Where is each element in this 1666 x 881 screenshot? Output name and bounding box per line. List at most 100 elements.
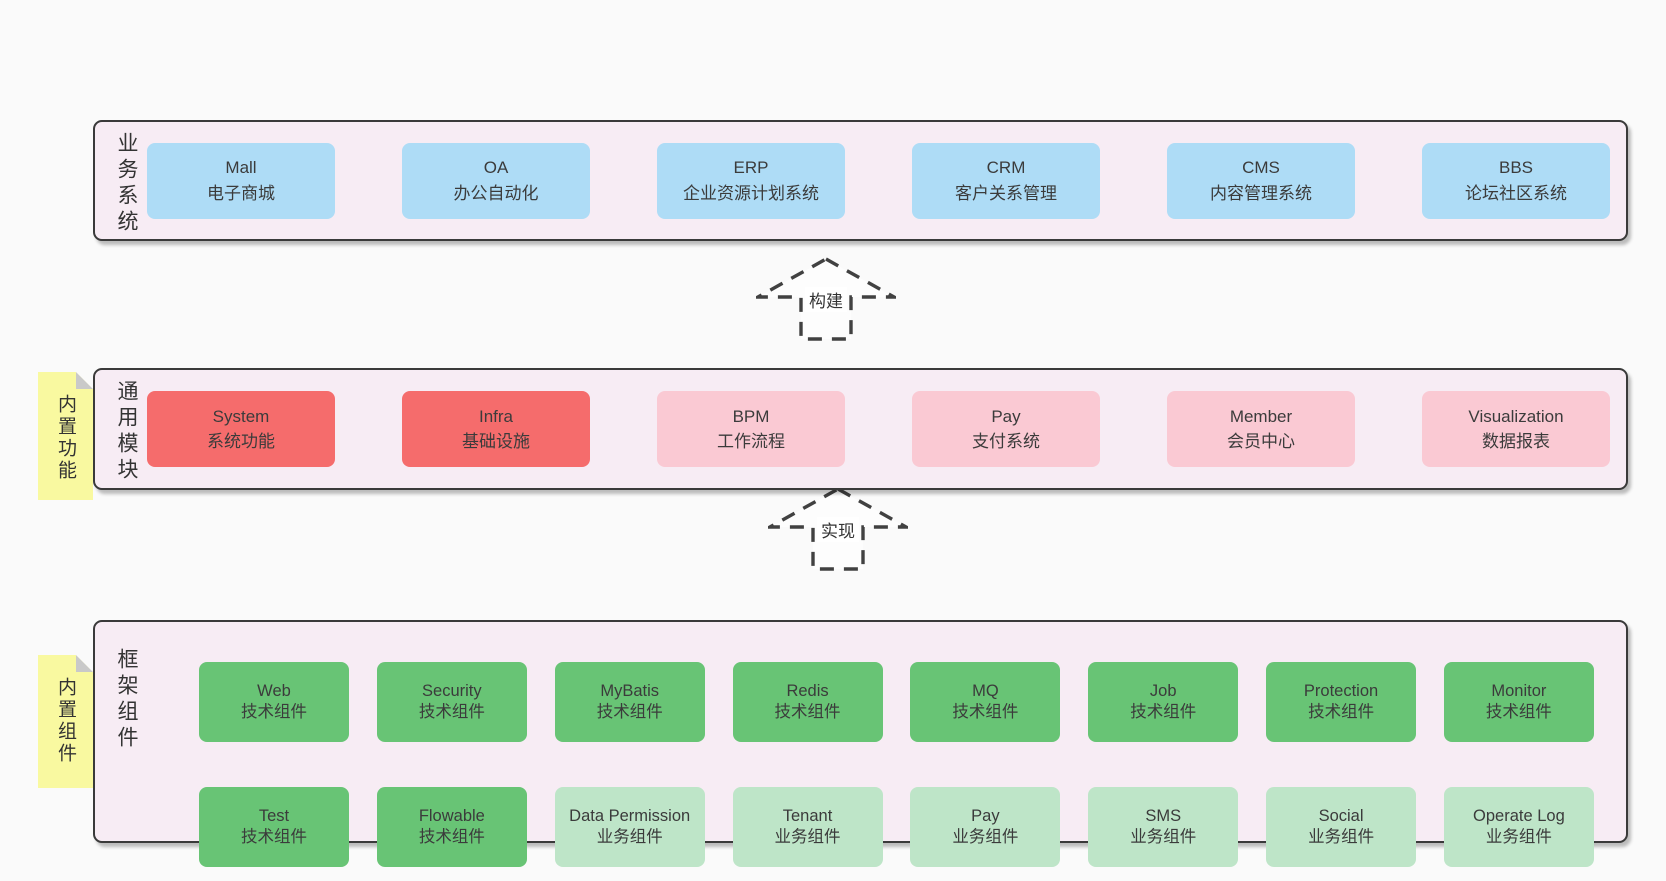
box-title: CRM <box>986 158 1026 177</box>
box-subtitle: 技术组件 <box>952 703 1019 721</box>
box-title: Tenant <box>782 806 833 825</box>
box-tenant: Tenant 业务组件 <box>732 787 883 867</box>
box-data-permission: Data Permission 业务组件 <box>554 787 705 867</box>
panel-business-label: 业务系统 <box>115 132 138 236</box>
box-title: Job <box>1149 681 1177 700</box>
box-title: BBS <box>1498 158 1534 177</box>
box-operate-log: Operate Log 业务组件 <box>1443 787 1594 867</box>
box-subtitle: 电子商城 <box>207 183 275 203</box>
box-title: Visualization <box>1468 406 1564 426</box>
box-title: Test <box>258 806 290 825</box>
panel-modules-label: 通用模块 <box>115 380 138 484</box>
box-title: System <box>212 406 270 426</box>
box-subtitle: 技术组件 <box>596 703 663 721</box>
box-bbs: BBS 论坛社区系统 <box>1422 142 1610 219</box>
box-subtitle: 数据报表 <box>1482 432 1550 451</box>
box-title: Pay <box>991 406 1021 426</box>
box-cms: CMS 内容管理系统 <box>1167 142 1355 219</box>
box-title: BPM <box>732 406 770 426</box>
box-bpm: BPM 工作流程 <box>657 391 845 467</box>
box-subtitle: 业务组件 <box>596 828 663 846</box>
box-subtitle: 业务组件 <box>1308 828 1375 846</box>
box-title: Social <box>1318 806 1364 825</box>
box-job: Job 技术组件 <box>1088 662 1239 742</box>
arrow-build-label: 构建 <box>805 287 847 312</box>
box-subtitle: 技术组件 <box>1308 703 1375 721</box>
box-test: Test 技术组件 <box>199 787 349 867</box>
box-web: Web 技术组件 <box>199 662 349 742</box>
arrow-implement-up: 实现 <box>768 486 908 572</box>
box-mq: MQ 技术组件 <box>910 662 1061 742</box>
box-subtitle: 技术组件 <box>1485 703 1552 721</box>
sticky-note-builtin-functions: 内置功能 <box>38 372 93 500</box>
box-subtitle: 内容管理系统 <box>1210 183 1312 203</box>
box-subtitle: 业务组件 <box>774 828 841 846</box>
box-subtitle: 业务组件 <box>1485 828 1552 846</box>
box-title: Member <box>1229 406 1293 426</box>
box-pay: Pay 支付系统 <box>912 391 1100 467</box>
box-subtitle: 办公自动化 <box>453 183 539 203</box>
box-protection: Protection 技术组件 <box>1266 662 1417 742</box>
arrow-implement-label: 实现 <box>817 517 859 542</box>
box-subtitle: 业务组件 <box>1130 828 1197 846</box>
box-title: MyBatis <box>600 681 660 700</box>
box-subtitle: 支付系统 <box>972 432 1040 451</box>
box-infra: Infra 基础设施 <box>402 391 590 467</box>
box-subtitle: 客户关系管理 <box>955 183 1057 203</box>
box-monitor: Monitor 技术组件 <box>1443 662 1594 742</box>
box-title: CMS <box>1242 158 1280 177</box>
box-title: Protection <box>1303 681 1379 700</box>
box-subtitle: 工作流程 <box>717 432 785 451</box>
box-subtitle: 企业资源计划系统 <box>683 183 819 203</box>
box-subtitle: 技术组件 <box>774 703 841 721</box>
box-subtitle: 业务组件 <box>952 828 1019 846</box>
panel-common-modules: 通用模块 System 系统功能 Infra 基础设施 BPM 工作流程 Pay 支付系统 Me… <box>93 368 1628 490</box>
box-title: Infra <box>478 406 514 426</box>
box-subtitle: 技术组件 <box>1130 703 1197 721</box>
box-security: Security 技术组件 <box>376 662 527 742</box>
box-subtitle: 技术组件 <box>241 828 307 846</box>
sticky-note-builtin-components: 内置组件 <box>38 655 93 788</box>
box-subtitle: 基础设施 <box>462 432 530 451</box>
arrow-build-up: 构建 <box>756 256 896 342</box>
box-subtitle: 会员中心 <box>1227 432 1295 451</box>
box-title: Security <box>422 681 482 700</box>
box-pay: Pay 业务组件 <box>910 787 1061 867</box>
sticky-builtin-components-label: 内置组件 <box>55 677 76 765</box>
box-subtitle: 系统功能 <box>207 432 275 451</box>
sticky-builtin-functions-label: 内置功能 <box>55 394 76 482</box>
module-boxes: System 系统功能 Infra 基础设施 BPM 工作流程 Pay 支付系统 Member 会… <box>147 370 1610 488</box>
box-erp: ERP 企业资源计划系统 <box>657 142 845 219</box>
box-subtitle: 技术组件 <box>418 828 485 846</box>
box-title: Data Permission <box>569 806 691 825</box>
box-title: Operate Log <box>1473 806 1565 825</box>
box-title: MQ <box>972 681 999 700</box>
box-title: Redis <box>786 681 829 700</box>
box-subtitle: 技术组件 <box>418 703 485 721</box>
box-system: System 系统功能 <box>147 391 335 467</box>
box-title: Pay <box>971 806 1000 825</box>
box-title: OA <box>483 158 509 177</box>
box-title: ERP <box>733 158 769 177</box>
box-subtitle: 论坛社区系统 <box>1465 183 1567 203</box>
box-sms: SMS 业务组件 <box>1088 787 1239 867</box>
box-visualization: Visualization 数据报表 <box>1422 391 1610 467</box>
box-mybatis: MyBatis 技术组件 <box>554 662 705 742</box>
panel-framework-label: 框架组件 <box>115 648 138 752</box>
box-title: Web <box>257 681 291 700</box>
box-subtitle: 技术组件 <box>241 703 307 721</box>
box-crm: CRM 客户关系管理 <box>912 142 1100 219</box>
box-title: Monitor <box>1491 681 1547 700</box>
box-redis: Redis 技术组件 <box>732 662 883 742</box>
box-title: SMS <box>1145 806 1182 825</box>
box-social: Social 业务组件 <box>1266 787 1417 867</box>
